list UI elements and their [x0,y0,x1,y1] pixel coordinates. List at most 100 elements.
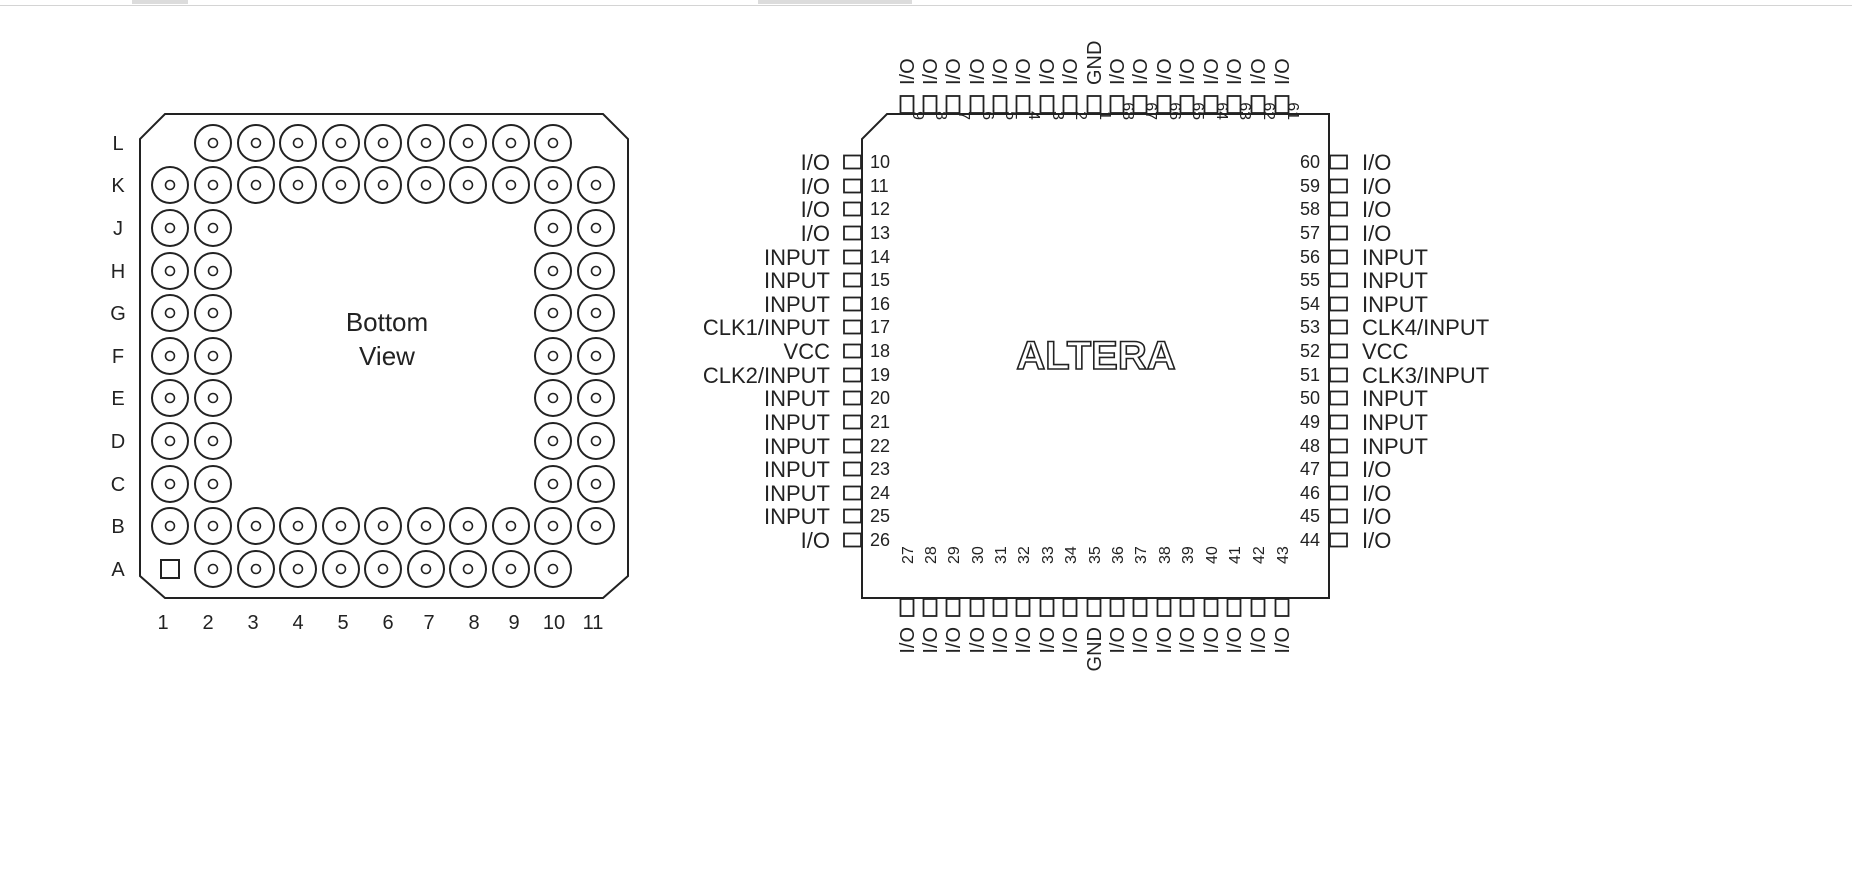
plcc-pin-number: 16 [870,294,890,314]
pga-col-label-4: 4 [292,612,303,634]
pga-pin-j1 [151,209,189,247]
plcc-pin-signal: INPUT [1362,268,1428,293]
pga-pin-b8 [449,507,487,545]
plcc-pin-signal: CLK2/INPUT [703,363,830,388]
plcc-pin-8-lead [922,95,938,114]
plcc-pin-signal: I/O [967,627,989,654]
pga-pin-b7-ring [407,507,445,545]
plcc-pin-15-lead [843,272,862,288]
plcc-pin-signal: I/O [1154,58,1176,85]
pga-pin-f1-dot [164,350,176,362]
pga-pin-c2 [194,465,232,503]
plcc-pin-61: 61I/O [1272,58,1301,120]
plcc-pin-54-lead [1329,296,1348,312]
pga-pin-l3-dot [250,137,262,149]
pga-pin-a4-dot [292,563,304,575]
pga-pin-a1-index-square [160,559,180,579]
plcc-pin-58-lead [1329,201,1348,217]
pga-pin-l10-ring [534,124,572,162]
plcc-pin-number: 25 [870,506,890,526]
pga-pin-f10 [534,337,572,375]
pga-pin-j10-dot [547,222,559,234]
plcc-pin-signal: I/O [1013,627,1035,654]
pga-pin-l10 [534,124,572,162]
plcc-pin-number: 43 [1275,546,1292,564]
pga-pin-a9-dot [505,563,517,575]
plcc-pin-number: 1 [1096,111,1113,120]
pga-pin-k7-ring [407,166,445,204]
pga-pin-k1-ring [151,166,189,204]
pga-pin-g2 [194,294,232,332]
plcc-pin-signal: I/O [990,58,1012,85]
toolbar-tab-2[interactable] [758,0,912,4]
plcc-pin-61-lead [1274,95,1290,114]
pga-pin-d11-ring [577,422,615,460]
plcc-pin-number: 24 [870,483,890,503]
pga-pin-a10 [534,550,572,588]
pga-pin-b4 [279,507,317,545]
pga-pin-h1-ring [151,252,189,290]
plcc-top-pins: 9I/O8I/O7I/O6I/O5I/O4I/O3I/O2I/O1GND68I/… [897,41,1301,121]
pga-pin-c2-dot [207,478,219,490]
pga-pin-b8-dot [462,520,474,532]
plcc-pin-66: 66 I/O [1154,58,1183,120]
pga-pin-b6 [364,507,402,545]
pga-pin-h2 [194,252,232,290]
pga-pin-k9-dot [505,179,517,191]
pga-pin-f10-ring [534,337,572,375]
pga-row-label-a: A [111,559,125,581]
pga-pin-h10-dot [547,265,559,277]
toolbar-tab-1[interactable] [132,0,188,4]
plcc-pin-signal: INPUT [764,386,830,411]
pga-pin-k4-dot [292,179,304,191]
pga-pin-d10-dot [547,435,559,447]
plcc-pin-number: 18 [870,341,890,361]
plcc-pin-signal: INPUT [1362,434,1428,459]
plcc-pin-43: 43I/O [1272,546,1294,654]
pga-row-label-j: J [113,218,123,240]
pga-pin-j11-dot [590,222,602,234]
pga-pin-f1 [151,337,189,375]
plcc-pin-number: 38 [1157,546,1174,564]
pga-pin-l9-dot [505,137,517,149]
pga-pin-b4-ring [279,507,317,545]
pga-pin-j10-ring [534,209,572,247]
plcc-pin-number: 35 [1087,546,1104,564]
plcc-pin-33: 33I/O [1037,546,1059,654]
pga-pin-d2 [194,422,232,460]
pga-pin-e10-dot [547,392,559,404]
pga-pin-k3 [237,166,275,204]
plcc-pin-number: 44 [1300,530,1320,550]
pga-pin-l2 [194,124,232,162]
pga-pin-a9-ring [492,550,530,588]
plcc-pin-38-lead [1156,598,1172,617]
plcc-pin-signal: I/O [1130,58,1152,85]
plcc-pin-7: 7I/O [943,58,972,120]
pga-pin-a10-ring [534,550,572,588]
plcc-pin-number: 61 [1284,102,1301,120]
plcc-pin-number: 19 [870,365,890,385]
pga-pin-b11-ring [577,507,615,545]
plcc-pin-57-lead [1329,225,1348,241]
pga-pin-g10-dot [547,307,559,319]
plcc-pin-number: 66 [1166,102,1183,120]
pga-pin-k9-ring [492,166,530,204]
plcc-pin-number: 26 [870,530,890,550]
plcc-pin-signal: I/O [943,58,965,85]
pga-pin-a9 [492,550,530,588]
plcc-pin-38: 38I/O [1154,546,1176,654]
plcc-pin-number: 10 [870,152,890,172]
pga-pin-c1-ring [151,465,189,503]
plcc-pin-51-lead [1329,367,1348,383]
pga-pin-k10-dot [547,179,559,191]
plcc-pin-signal: I/O [1248,58,1270,85]
plcc-pin-number: 54 [1300,294,1320,314]
pga-pin-b10 [534,507,572,545]
pga-pin-e1-dot [164,392,176,404]
